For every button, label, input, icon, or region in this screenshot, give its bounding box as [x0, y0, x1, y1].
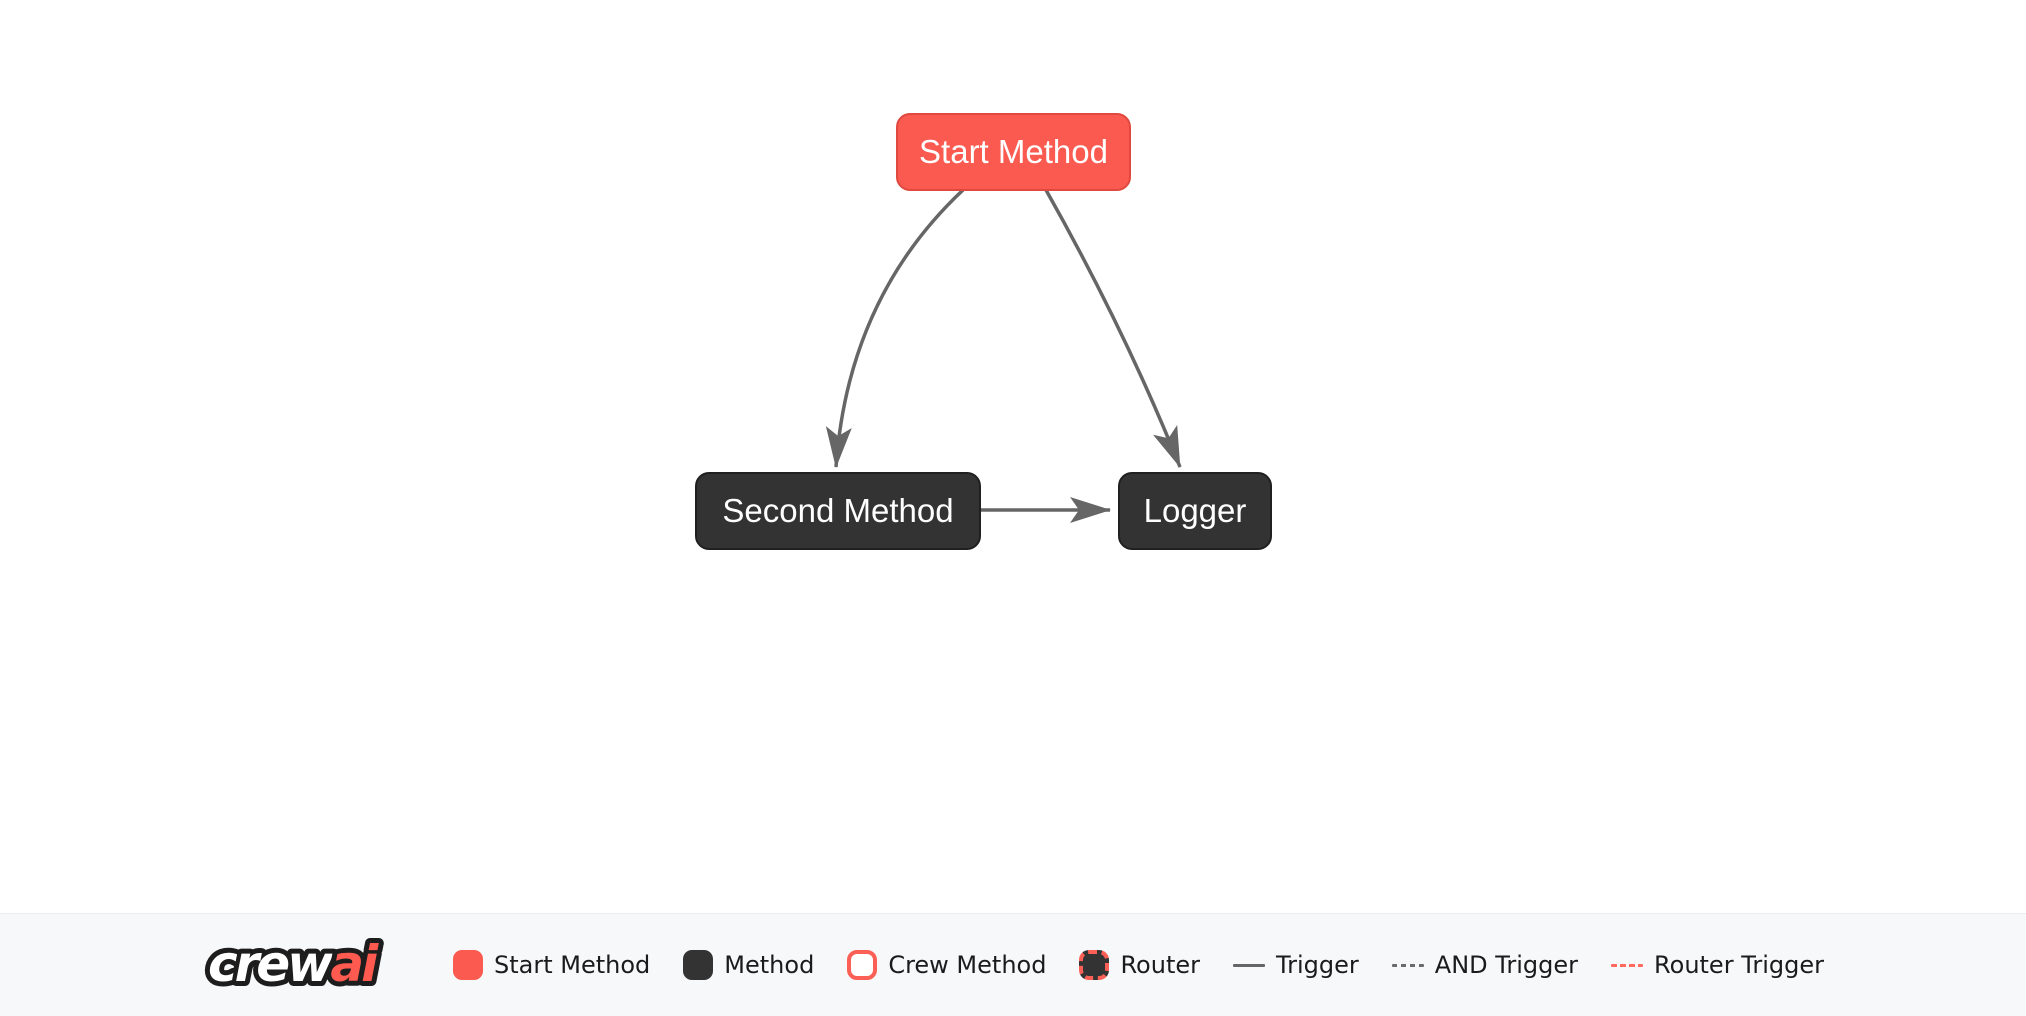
legend-item-start-method: Start Method: [453, 950, 650, 980]
legend-item-method: Method: [683, 950, 814, 980]
flow-edges-layer: [825, 188, 1182, 523]
start-method-swatch-icon: [453, 950, 484, 980]
legend-label-trigger: Trigger: [1276, 951, 1359, 979]
legend-label-method: Method: [724, 951, 815, 979]
logo-text-ai: ai: [330, 935, 379, 993]
legend-label-and-trigger: AND Trigger: [1434, 951, 1579, 979]
method-swatch-icon: [683, 950, 714, 980]
legend-item-trigger: Trigger: [1233, 953, 1359, 977]
legend-label-crew-method: Crew Method: [888, 951, 1047, 979]
legend-item-router: Router: [1079, 950, 1200, 980]
flow-canvas[interactable]: Start Method Second Method Logger: [0, 0, 2026, 913]
edge-start-to-logger-trigger[interactable]: [1044, 189, 1182, 468]
trigger-line-icon: [1233, 963, 1265, 967]
legend-item-and-trigger: AND Trigger: [1391, 951, 1579, 979]
legend-bar: crewai Start Method Method Crew Method R…: [0, 913, 2026, 1016]
flow-node-start-method[interactable]: Start Method: [896, 113, 1131, 191]
svg-text:crewai: crewai: [208, 935, 379, 993]
legend-label-start-method: Start Method: [494, 951, 651, 979]
router-trigger-line-icon: [1611, 963, 1644, 967]
logo-text-crew: crew: [208, 935, 334, 993]
legend-label-router: Router: [1120, 951, 1200, 979]
and-trigger-line-icon: [1391, 963, 1424, 967]
flow-node-logger[interactable]: Logger: [1118, 472, 1272, 550]
flow-node-second-method[interactable]: Second Method: [695, 472, 981, 550]
crew-method-swatch-icon: [847, 950, 878, 980]
legend-label-router-trigger: Router Trigger: [1654, 951, 1824, 979]
router-swatch-icon: [1079, 950, 1110, 980]
legend-item-router-trigger: Router Trigger: [1611, 953, 1824, 977]
legend-item-crew-method: Crew Method: [847, 950, 1046, 980]
crewai-logo: crewai: [203, 930, 387, 998]
edge-start-to-second-trigger[interactable]: [825, 188, 965, 468]
